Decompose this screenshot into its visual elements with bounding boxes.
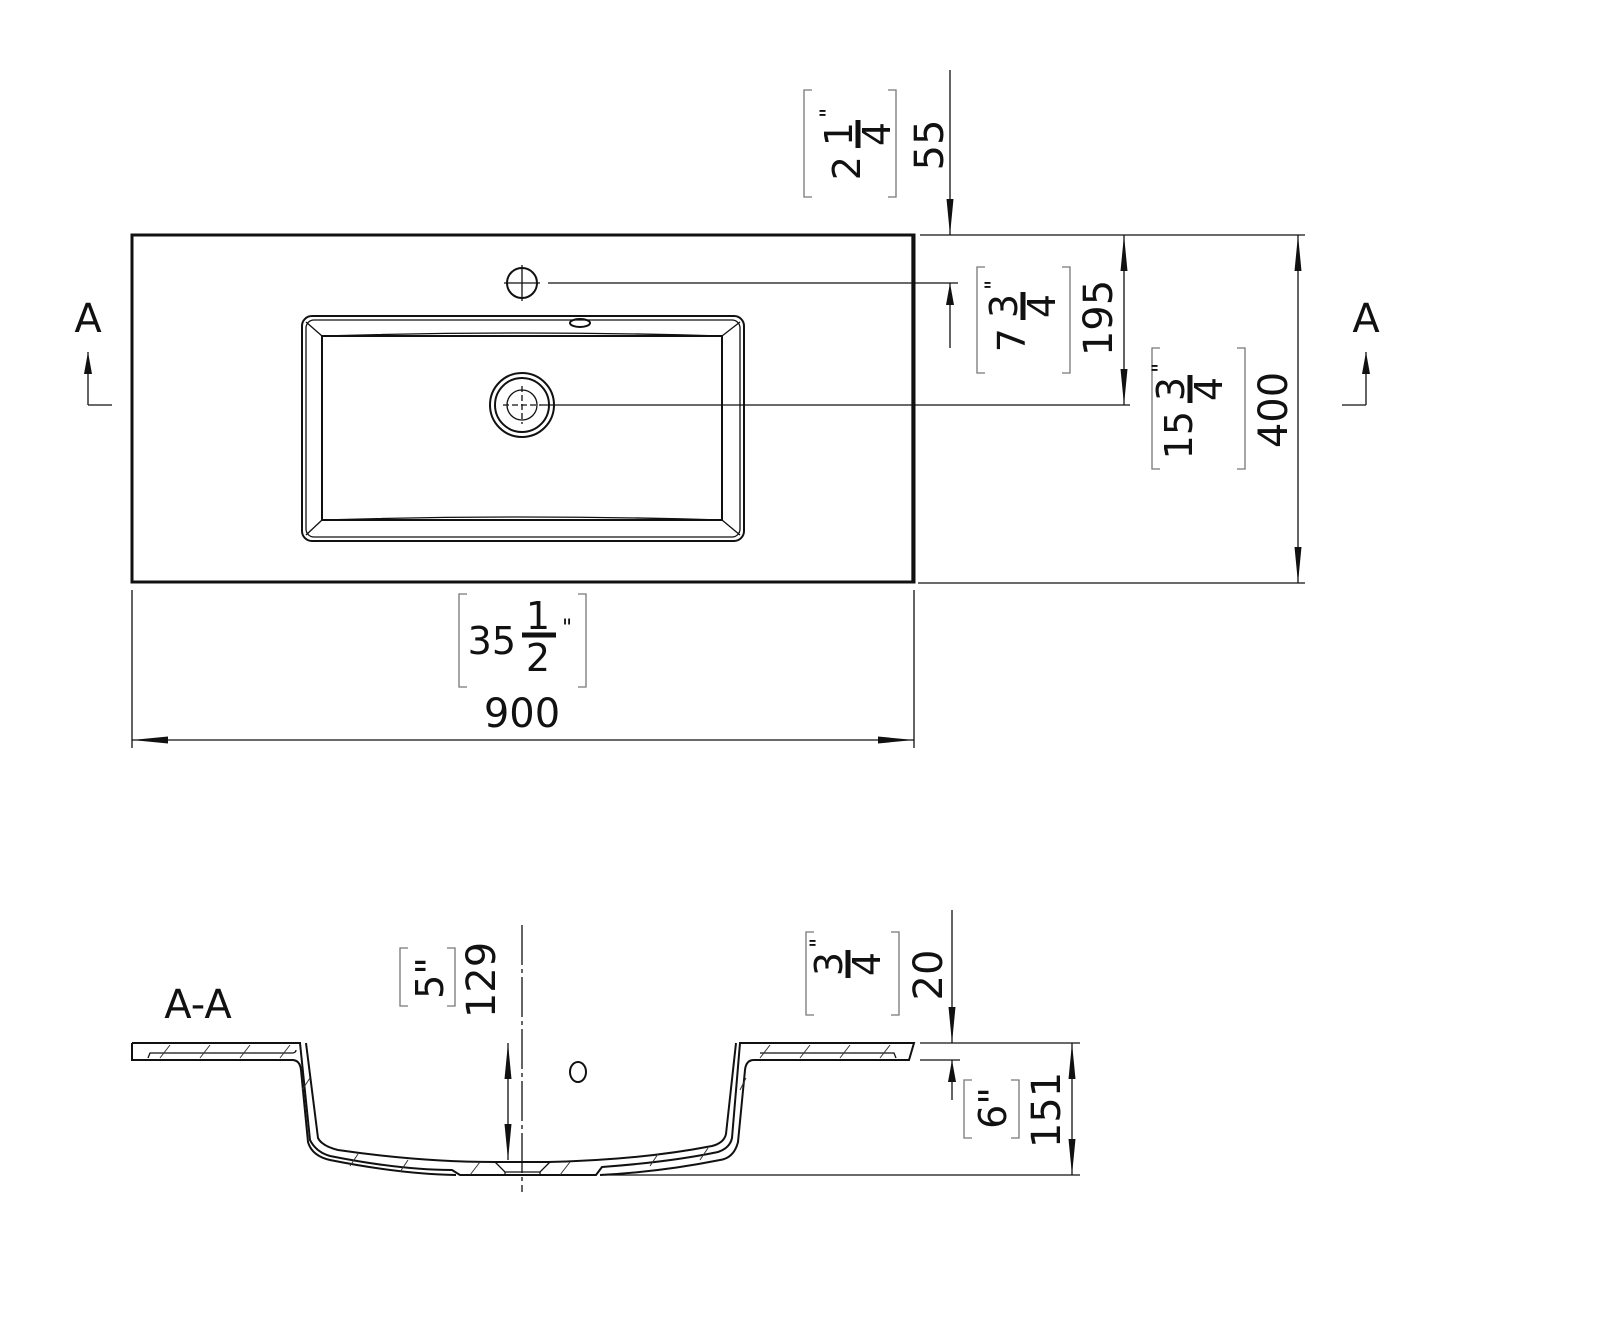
inch-numerator: 3 bbox=[1149, 377, 1193, 401]
overflow-hole bbox=[569, 1061, 587, 1083]
inch-numerator: 1 bbox=[526, 594, 550, 638]
inch-whole: 2 bbox=[825, 156, 869, 180]
plan-view: 2 1 4 " 55 7 3 4 " 195 bbox=[74, 70, 1380, 748]
inch-whole: 35 bbox=[468, 619, 516, 663]
section-title: A-A bbox=[164, 982, 232, 1028]
dimension-basin-depth: 5" 129 bbox=[399, 942, 512, 1160]
inch-mark: " bbox=[1149, 363, 1174, 373]
mm-value: 195 bbox=[1076, 280, 1122, 356]
inch-mark: " bbox=[817, 108, 842, 118]
mm-value: 55 bbox=[907, 120, 953, 171]
mm-value: 129 bbox=[459, 942, 505, 1018]
mm-value: 20 bbox=[906, 950, 952, 1001]
inch-denominator: 4 bbox=[1020, 294, 1064, 318]
inch-mark: " bbox=[807, 938, 832, 948]
section-view: A-A 5" bbox=[131, 910, 1080, 1192]
overflow-slot bbox=[569, 318, 591, 328]
inch-whole: 7 bbox=[990, 328, 1034, 352]
inch-numerator: 3 bbox=[807, 952, 851, 976]
section-marker-left: A bbox=[74, 296, 112, 406]
inch-whole: 15 bbox=[1157, 411, 1201, 459]
countertop-outline bbox=[130, 233, 916, 584]
section-label: A bbox=[1352, 296, 1380, 342]
section-marker-right: A bbox=[1342, 296, 1380, 406]
inch-mark: " bbox=[562, 616, 572, 641]
mm-value: 900 bbox=[484, 691, 560, 737]
inch-mark: " bbox=[982, 280, 1007, 290]
dimension-width: 35 1 2 " 900 bbox=[132, 593, 914, 744]
dimension-rim-thickness: 3 4 " 20 bbox=[805, 910, 960, 1100]
basin-outline bbox=[301, 315, 745, 542]
inch-value: 5" bbox=[408, 957, 452, 999]
inch-denominator: 4 bbox=[845, 952, 889, 976]
dimension-overall-height: 6" 151 bbox=[600, 1042, 1080, 1176]
dimension-faucet-offset: 2 1 4 " 55 bbox=[803, 70, 954, 348]
mm-value: 151 bbox=[1024, 1072, 1070, 1148]
section-label: A bbox=[74, 296, 102, 342]
inch-numerator: 1 bbox=[817, 122, 861, 146]
section-profile bbox=[131, 1042, 916, 1176]
inch-numerator: 3 bbox=[982, 294, 1026, 318]
dimension-depth: 15 3 4 " 400 bbox=[1149, 235, 1302, 583]
inch-denominator: 4 bbox=[855, 122, 899, 146]
inch-value: 6" bbox=[971, 1087, 1015, 1129]
mm-value: 400 bbox=[1251, 372, 1297, 448]
inch-denominator: 2 bbox=[526, 636, 550, 680]
faucet-hole bbox=[504, 265, 540, 301]
dimension-drain-offset: 7 3 4 " 195 bbox=[976, 235, 1128, 405]
inch-denominator: 4 bbox=[1187, 377, 1231, 401]
